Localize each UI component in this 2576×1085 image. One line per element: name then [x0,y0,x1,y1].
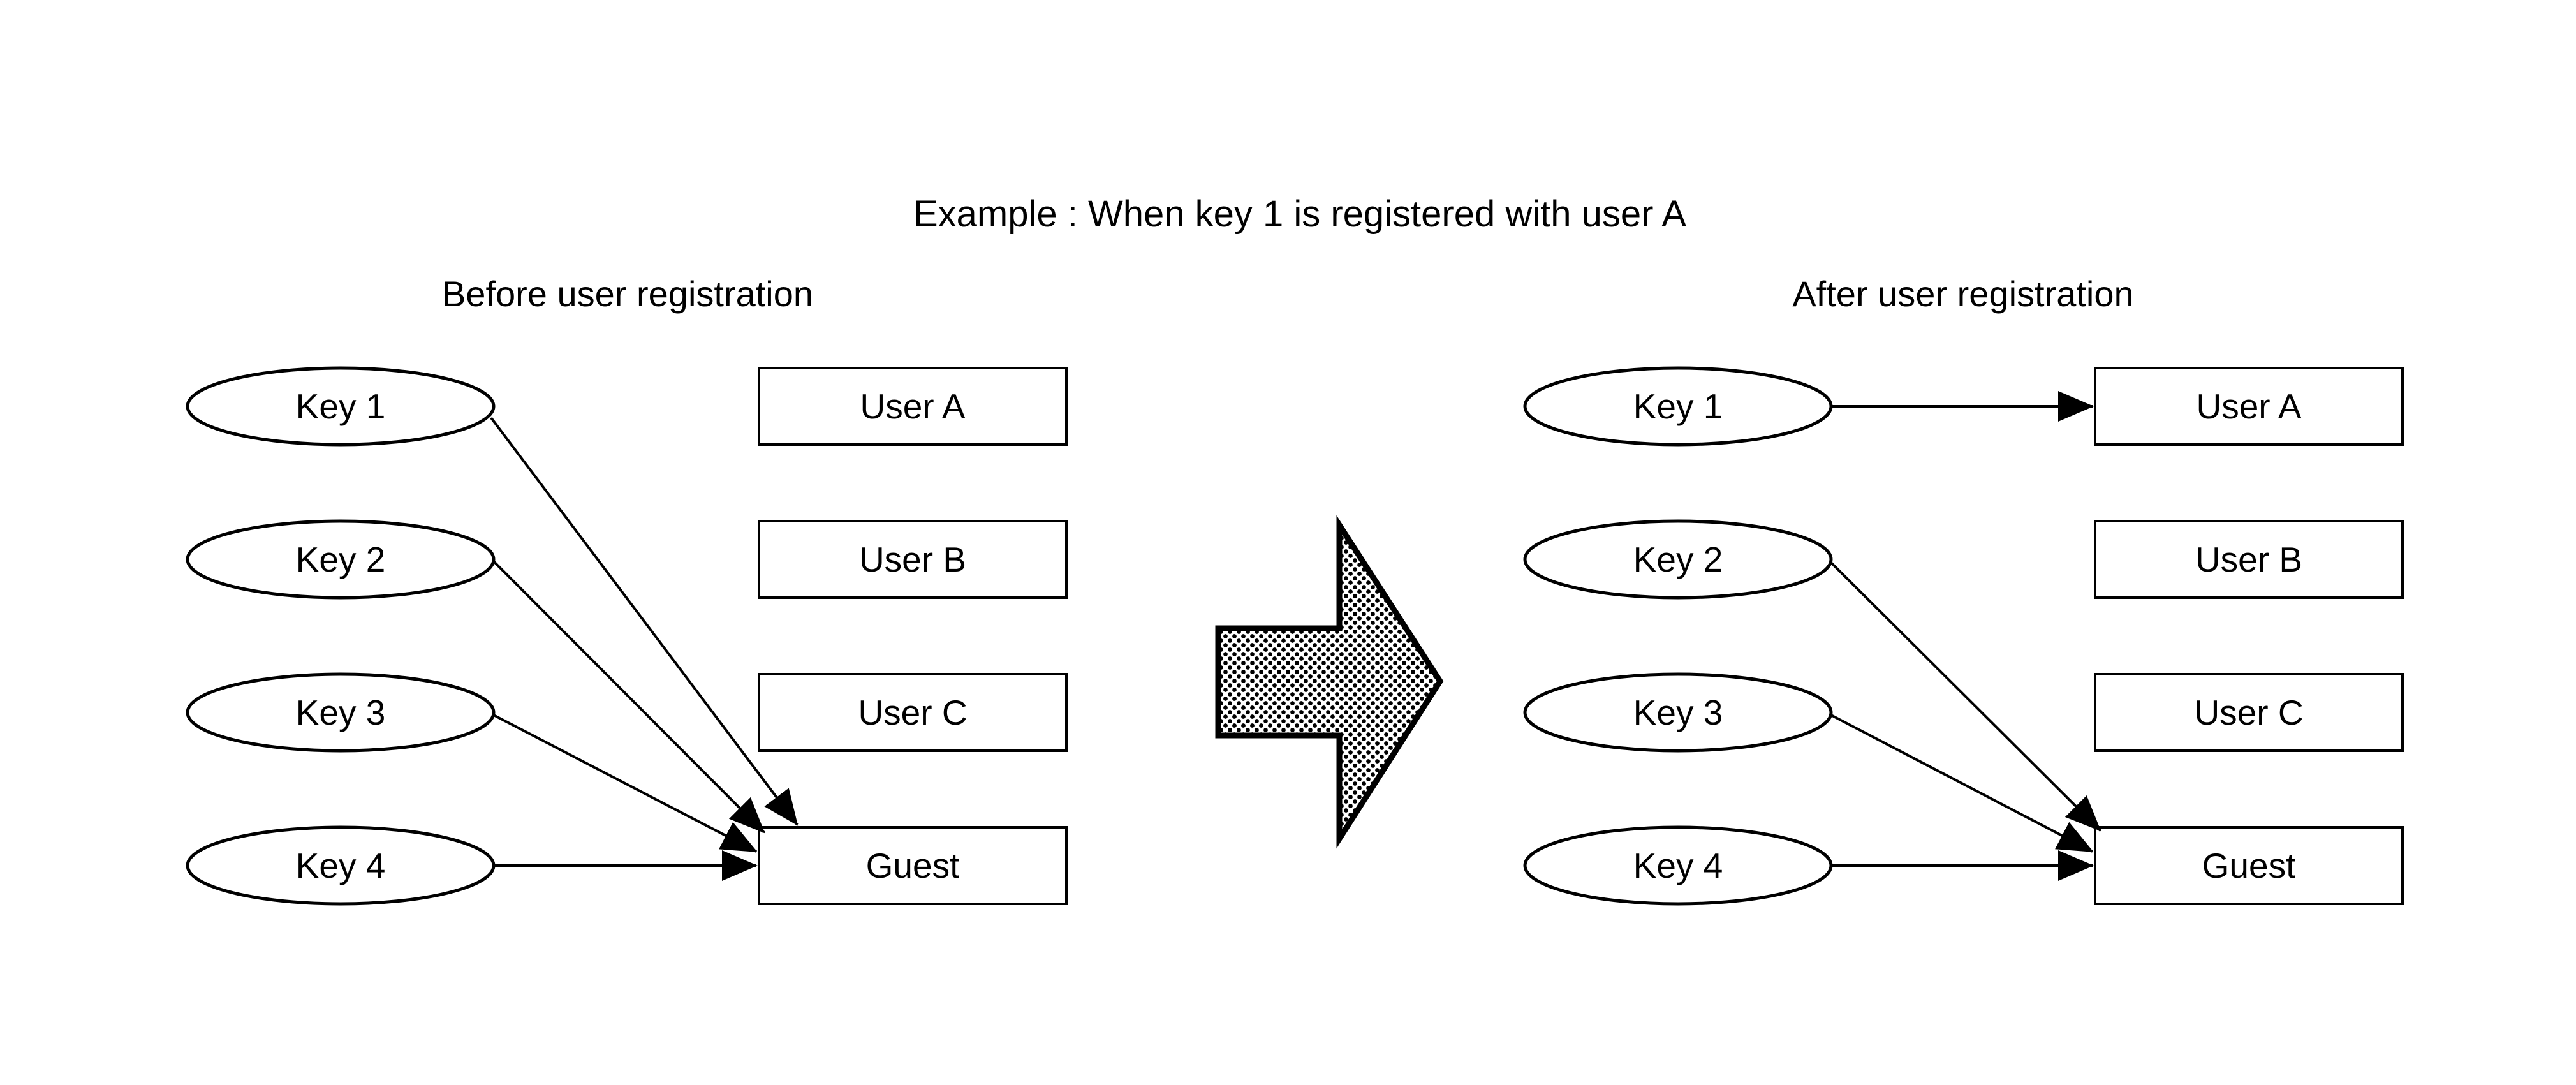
node-box-userB-after [2094,520,2404,599]
node-label-key2-after: Key 2 [1633,540,1723,579]
node-label-userB-after: User B [2195,540,2302,579]
node-box-guest-after [2094,826,2404,905]
node-label-userC-before: User C [858,693,967,732]
after-section-label: After user registration [1792,274,2133,314]
node-ellipse-key2-before [186,519,496,600]
node-label-key2-before: Key 2 [296,540,386,579]
node-ellipse-key4-before [186,825,496,906]
edge-key3-to-guest-after [1829,713,2094,853]
edge-key2-to-guest-before [492,560,765,834]
node-box-userB-before [758,520,1068,599]
diagram-title: Example : When key 1 is registered with … [913,193,1686,235]
edge-key1-to-guest-before [490,417,799,826]
node-label-key4-before: Key 4 [296,846,386,885]
node-label-key3-after: Key 3 [1633,693,1723,732]
node-label-guest-before: Guest [866,846,960,885]
node-ellipse-key3-before [186,672,496,753]
node-box-userA-after [2094,367,2404,446]
node-label-key4-after: Key 4 [1633,846,1723,885]
node-ellipse-key2-after [1523,519,1833,600]
node-ellipse-key1-after [1523,366,1833,447]
node-label-userA-after: User A [2196,387,2301,426]
node-label-key3-before: Key 3 [296,693,386,732]
node-ellipse-key1-before [186,366,496,447]
edge-key3-to-guest-before [492,713,758,853]
node-box-userC-before [758,673,1068,752]
node-ellipse-key3-after [1523,672,1833,753]
node-box-userA-before [758,367,1068,446]
node-label-key1-before: Key 1 [296,387,386,426]
node-label-guest-after: Guest [2202,846,2296,885]
node-label-userC-after: User C [2194,693,2303,732]
shapes-layer: Key 1 Key 2 Key 3 Key 4 User A User B User C Gu… [186,366,2404,906]
transition-right-arrow [1215,515,1444,849]
before-section-label: Before user registration [442,274,813,314]
node-ellipse-key4-after [1523,825,1833,906]
node-label-userA-before: User A [860,387,965,426]
edge-key2-to-guest-after [1829,560,2101,832]
node-box-userC-after [2094,673,2404,752]
node-label-key1-after: Key 1 [1633,387,1723,426]
node-label-userB-before: User B [859,540,966,579]
node-box-guest-before [758,826,1068,905]
